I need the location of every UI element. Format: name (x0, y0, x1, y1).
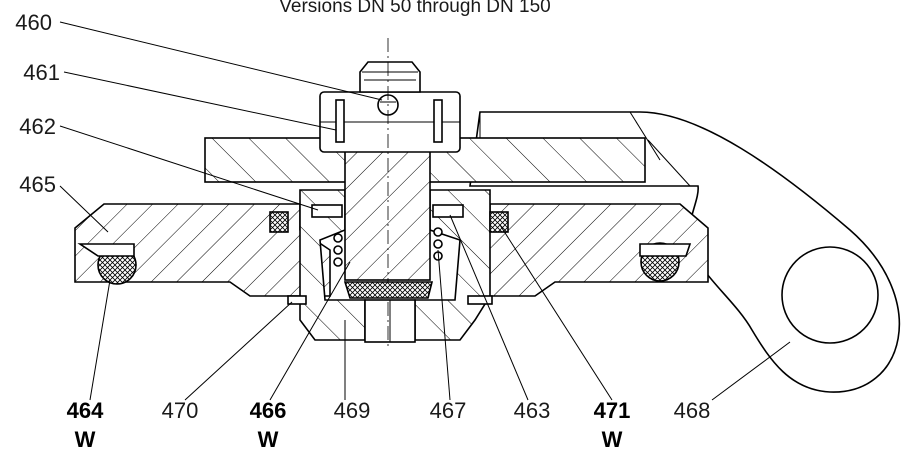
label-464: 464 (67, 398, 104, 423)
spring-467 (333, 227, 443, 267)
label-464-w: W (75, 427, 96, 452)
label-466: 466 (250, 398, 287, 423)
leader-462 (59, 125, 319, 211)
plate-470-right (467, 295, 493, 305)
label-466-w: W (258, 427, 279, 452)
label-463: 463 (514, 398, 551, 423)
washer-463 (432, 204, 464, 218)
seal-retainer (77, 243, 135, 257)
leader-463 (449, 214, 529, 401)
leader-461 (63, 71, 337, 131)
leader-464 (89, 279, 111, 401)
leader-465 (59, 185, 109, 233)
leader-471 (499, 224, 613, 401)
label-471-w: W (602, 427, 623, 452)
diagram-caption: Versions DN 50 through DN 150 (279, 0, 550, 17)
plate-470 (287, 295, 307, 305)
leader-468 (711, 341, 791, 401)
label-471: 471 (594, 398, 631, 423)
washer-462 (311, 204, 343, 218)
leader-466 (269, 261, 351, 401)
label-469: 469 (334, 398, 371, 423)
nut-slot (335, 99, 345, 143)
leader-460 (59, 21, 383, 101)
stem-thread-top (359, 61, 421, 93)
seal-471-left (269, 211, 289, 233)
label-461: 461 (23, 60, 60, 85)
lever-pivot-hole (781, 246, 879, 344)
label-460: 460 (15, 10, 52, 35)
label-468: 468 (674, 398, 711, 423)
leader-470 (184, 301, 293, 401)
leader-467 (437, 249, 451, 401)
label-462: 462 (19, 114, 56, 139)
valve-stem (344, 139, 431, 281)
nut-slot (433, 99, 443, 143)
label-467: 467 (430, 398, 467, 423)
seal-retainer (639, 243, 692, 257)
seal-471 (489, 211, 509, 233)
valve-seat-466 (343, 281, 434, 299)
label-465: 465 (19, 172, 56, 197)
label-470: 470 (162, 398, 199, 423)
